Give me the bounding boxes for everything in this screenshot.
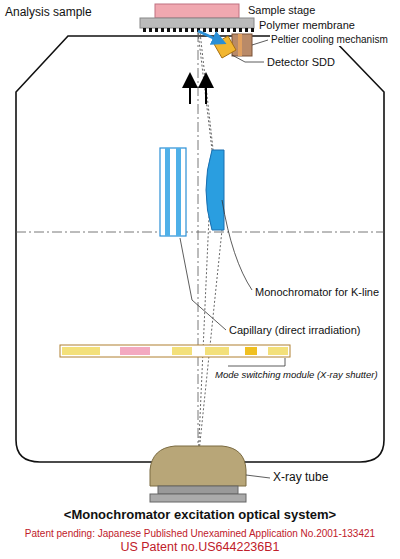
part-label: Mode switching module (X-ray shutter) [214,368,379,381]
shutter-segment [205,347,229,355]
part-label: Peltier cooling mechanism [270,33,389,46]
x-ray-tube [150,446,246,486]
peltier-cooler [232,34,252,56]
patent-note: US Patent no.US6442236B1 [119,541,280,554]
patent-note: Patent pending: Japanese Published Unexa… [24,527,376,540]
tube-base [158,486,238,494]
part-label: Capillary (direct irradiation) [228,324,361,337]
part-label: Sample stage [247,4,316,17]
shutter-module [60,345,290,357]
tube-base [150,494,246,502]
part-label: X-ray tube [272,471,329,484]
part-label: Monochromator for K-line [254,286,380,299]
monochromator [206,150,224,230]
part-label: Analysis sample [4,6,93,19]
capillary-wall [165,148,170,236]
polymer-membrane [140,18,254,28]
beam-arrow [205,76,207,104]
optical-axis [198,32,199,462]
shutter-segment [120,347,150,355]
part-label: Polymer membrane [258,19,356,32]
centre-line [16,232,384,233]
shutter-segment [268,347,288,355]
capillary-wall [176,148,181,236]
beam-arrow [189,76,191,104]
part-label: Detector SDD [266,56,336,69]
peltier-stripe [238,34,242,56]
fluorescence-arrow [198,31,222,42]
beam-path [198,32,222,462]
leader-line [180,40,285,478]
capillary [160,148,186,236]
shutter-segment [172,347,192,355]
housing [16,36,384,462]
shutter-segment [245,347,257,355]
sample-stage [155,4,239,18]
caption: <Monochromator excitation optical system… [63,508,337,521]
shutter-segment [62,347,100,355]
